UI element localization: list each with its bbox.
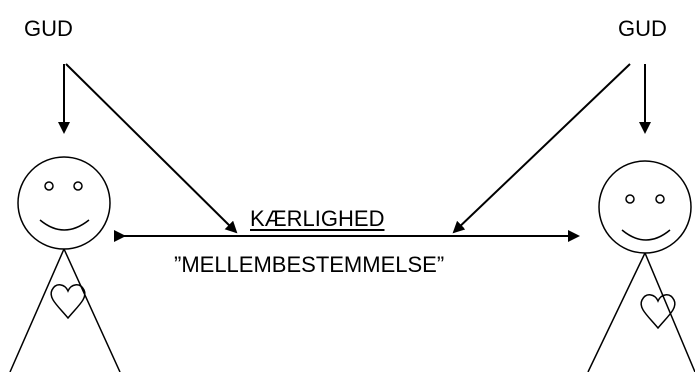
- person-left-body: [9, 248, 121, 372]
- person-left-head: [17, 156, 111, 250]
- person-right-body: [587, 252, 695, 372]
- middle-determination-label: ”MELLEMBESTEMMELSE”: [174, 252, 445, 277]
- gud-right-label: GUD: [618, 16, 667, 41]
- person-right-heart-icon: [640, 294, 676, 330]
- person-left-smile: [39, 219, 90, 231]
- love-label: KÆRLIGHED: [250, 206, 385, 231]
- person-right-left-eye: [625, 194, 635, 204]
- person-right-right-eye: [655, 194, 665, 204]
- gud-left-label: GUD: [24, 16, 73, 41]
- person-right-figure: [587, 160, 695, 372]
- arrow-gud-right-to-love: [452, 63, 631, 234]
- person-left-left-eye: [44, 181, 54, 191]
- arrow-gud-left-to-love: [65, 63, 238, 234]
- person-left-right-eye: [73, 181, 83, 191]
- person-right-smile: [621, 229, 671, 241]
- person-left-figure: [9, 156, 121, 372]
- person-right-head: [598, 160, 692, 254]
- person-left-heart-icon: [50, 284, 86, 320]
